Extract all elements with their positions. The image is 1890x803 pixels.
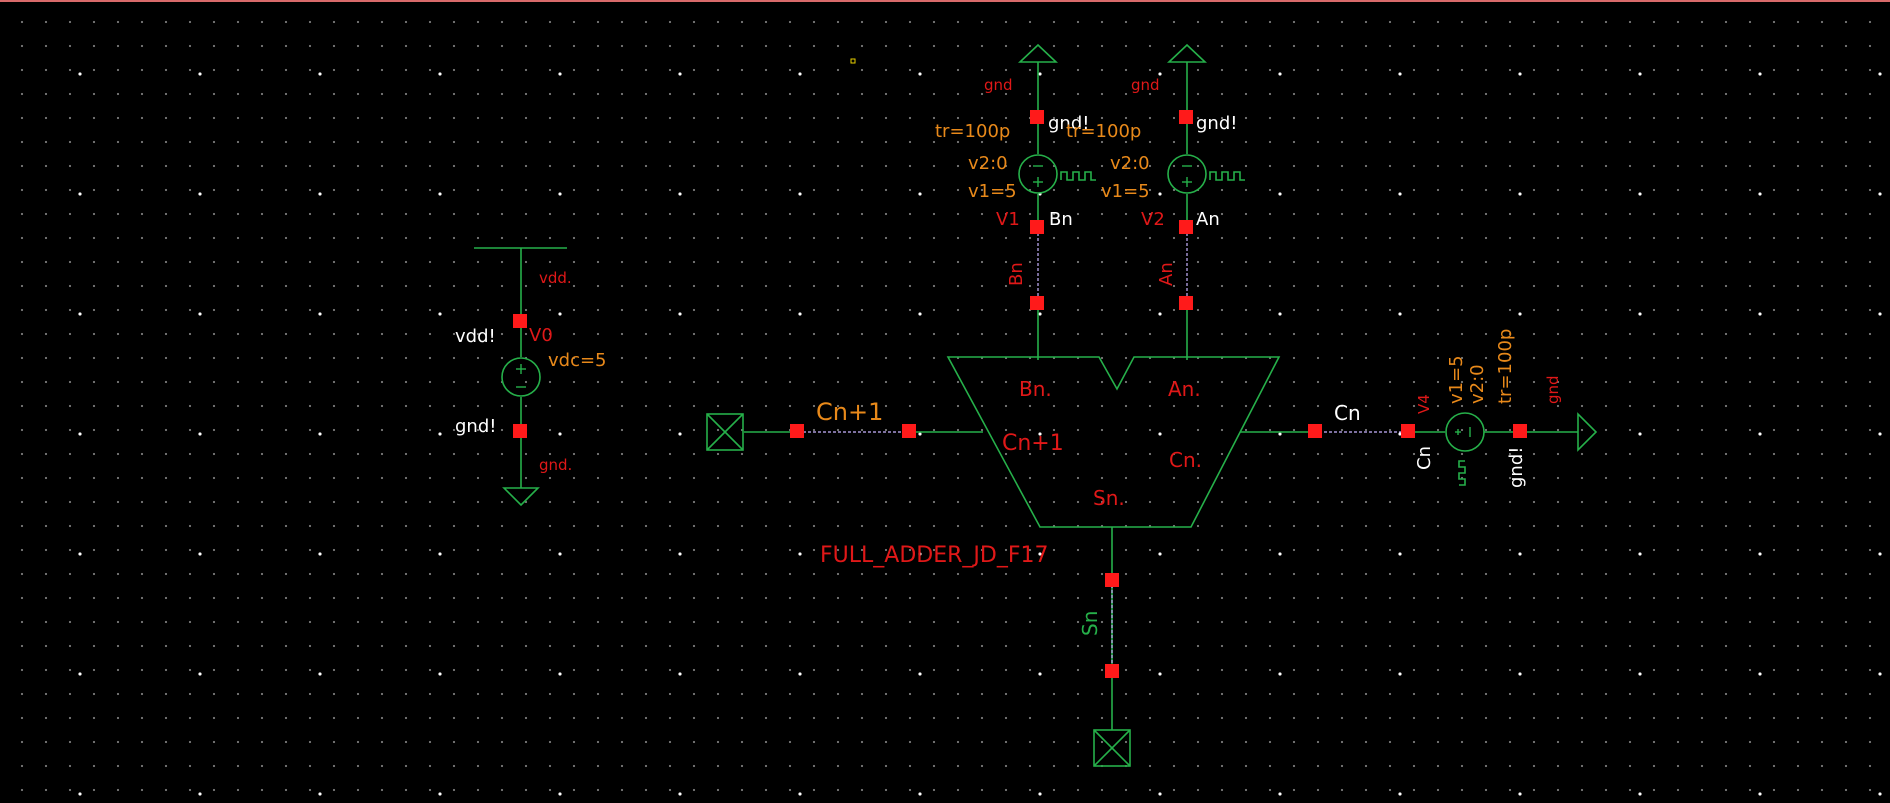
ground-triangle-icon — [1017, 43, 1059, 63]
ground-triangle-icon — [1577, 412, 1598, 452]
v0-gnd-net-label: gnd. — [539, 456, 572, 474]
pin[interactable] — [1179, 110, 1193, 124]
v4-tr: tr=100p — [1495, 329, 1516, 404]
block-pin-cn: Cn. — [1169, 448, 1202, 472]
block-pin-cout: Cn+1 — [1002, 431, 1064, 456]
labels: vdd. vdd! V0 vdc=5 gnd! gnd. gnd gnd! tr… — [455, 76, 1562, 636]
v1-tr: tr=100p — [935, 121, 1010, 142]
vdd-net-label: vdd. — [539, 269, 572, 287]
ground-triangle-icon — [1166, 43, 1208, 63]
pulse-voltage-source-icon — [1167, 154, 1207, 194]
block-pin-sn: Sn. — [1093, 486, 1125, 510]
full-adder-symbol[interactable] — [946, 356, 1281, 528]
v2-gnd-net-label: gnd — [1131, 76, 1160, 94]
v2-v1: v1=5 — [1101, 181, 1150, 202]
block-name: FULL_ADDER_JD_F17 — [820, 543, 1048, 568]
pin[interactable] — [1513, 424, 1527, 438]
an-wire-label: An — [1156, 262, 1177, 286]
v0-name: V0 — [529, 325, 553, 346]
v1-gnd-pin-label: gnd! — [1048, 113, 1089, 134]
pin[interactable] — [1105, 664, 1119, 678]
io-pin-box-icon[interactable] — [706, 413, 744, 451]
io-pin-box-icon[interactable] — [1093, 729, 1131, 767]
ground-triangle-icon — [502, 487, 540, 507]
pin[interactable] — [902, 424, 916, 438]
cursor-marker — [850, 58, 856, 64]
pin[interactable] — [513, 314, 527, 328]
v2-name: V2 — [1141, 209, 1165, 230]
source-polarity — [516, 165, 1471, 437]
pin[interactable] — [1179, 220, 1193, 234]
cout-wire-label: Cn+1 — [816, 398, 883, 426]
pin[interactable] — [1401, 424, 1415, 438]
pulse-voltage-source-icon — [1445, 412, 1485, 452]
v1-v2: v2:0 — [968, 153, 1008, 174]
pin[interactable] — [790, 424, 804, 438]
v1-net-label: Bn — [1049, 209, 1073, 230]
v4-v2: v2:0 — [1467, 364, 1488, 404]
block-pin-bn: Bn. — [1019, 377, 1052, 401]
pulse-voltage-source-icon — [1018, 154, 1058, 194]
v1-gnd-net-label: gnd — [984, 76, 1013, 94]
v2-gnd-pin-label: gnd! — [1196, 113, 1237, 134]
bn-wire-label: Bn — [1006, 262, 1027, 286]
pin[interactable] — [513, 424, 527, 438]
v4-gnd-net-label: gnd — [1544, 375, 1562, 404]
window-border — [0, 0, 1890, 2]
pin[interactable] — [1030, 296, 1044, 310]
block-pin-an: An. — [1168, 377, 1201, 401]
pin[interactable] — [1179, 296, 1193, 310]
cn-wire-label: Cn — [1334, 401, 1361, 425]
v2-v2: v2:0 — [1110, 153, 1150, 174]
pin[interactable] — [1030, 220, 1044, 234]
v1-v1: v1=5 — [968, 181, 1017, 202]
v4-v1: v1=5 — [1446, 355, 1467, 404]
v4-net-label: Cn — [1414, 446, 1435, 470]
v4-gnd-pin-label: gnd! — [1506, 447, 1527, 488]
pin[interactable] — [1308, 424, 1322, 438]
pins[interactable] — [513, 110, 1527, 678]
pin[interactable] — [1105, 573, 1119, 587]
v0-vdc: vdc=5 — [548, 350, 607, 371]
pin[interactable] — [1030, 110, 1044, 124]
v1-name: V1 — [996, 209, 1020, 230]
sn-wire-label: Sn — [1078, 611, 1102, 636]
v4-name: V4 — [1415, 394, 1433, 414]
v2-tr: tr=100p — [1066, 121, 1141, 142]
selected-wires[interactable] — [798, 228, 1408, 672]
dc-voltage-source-icon — [501, 357, 541, 397]
v2-net-label: An — [1196, 209, 1220, 230]
vdd-pin-label: vdd! — [455, 326, 496, 347]
v0-gnd-pin-label: gnd! — [455, 416, 496, 437]
wires — [474, 43, 1598, 730]
